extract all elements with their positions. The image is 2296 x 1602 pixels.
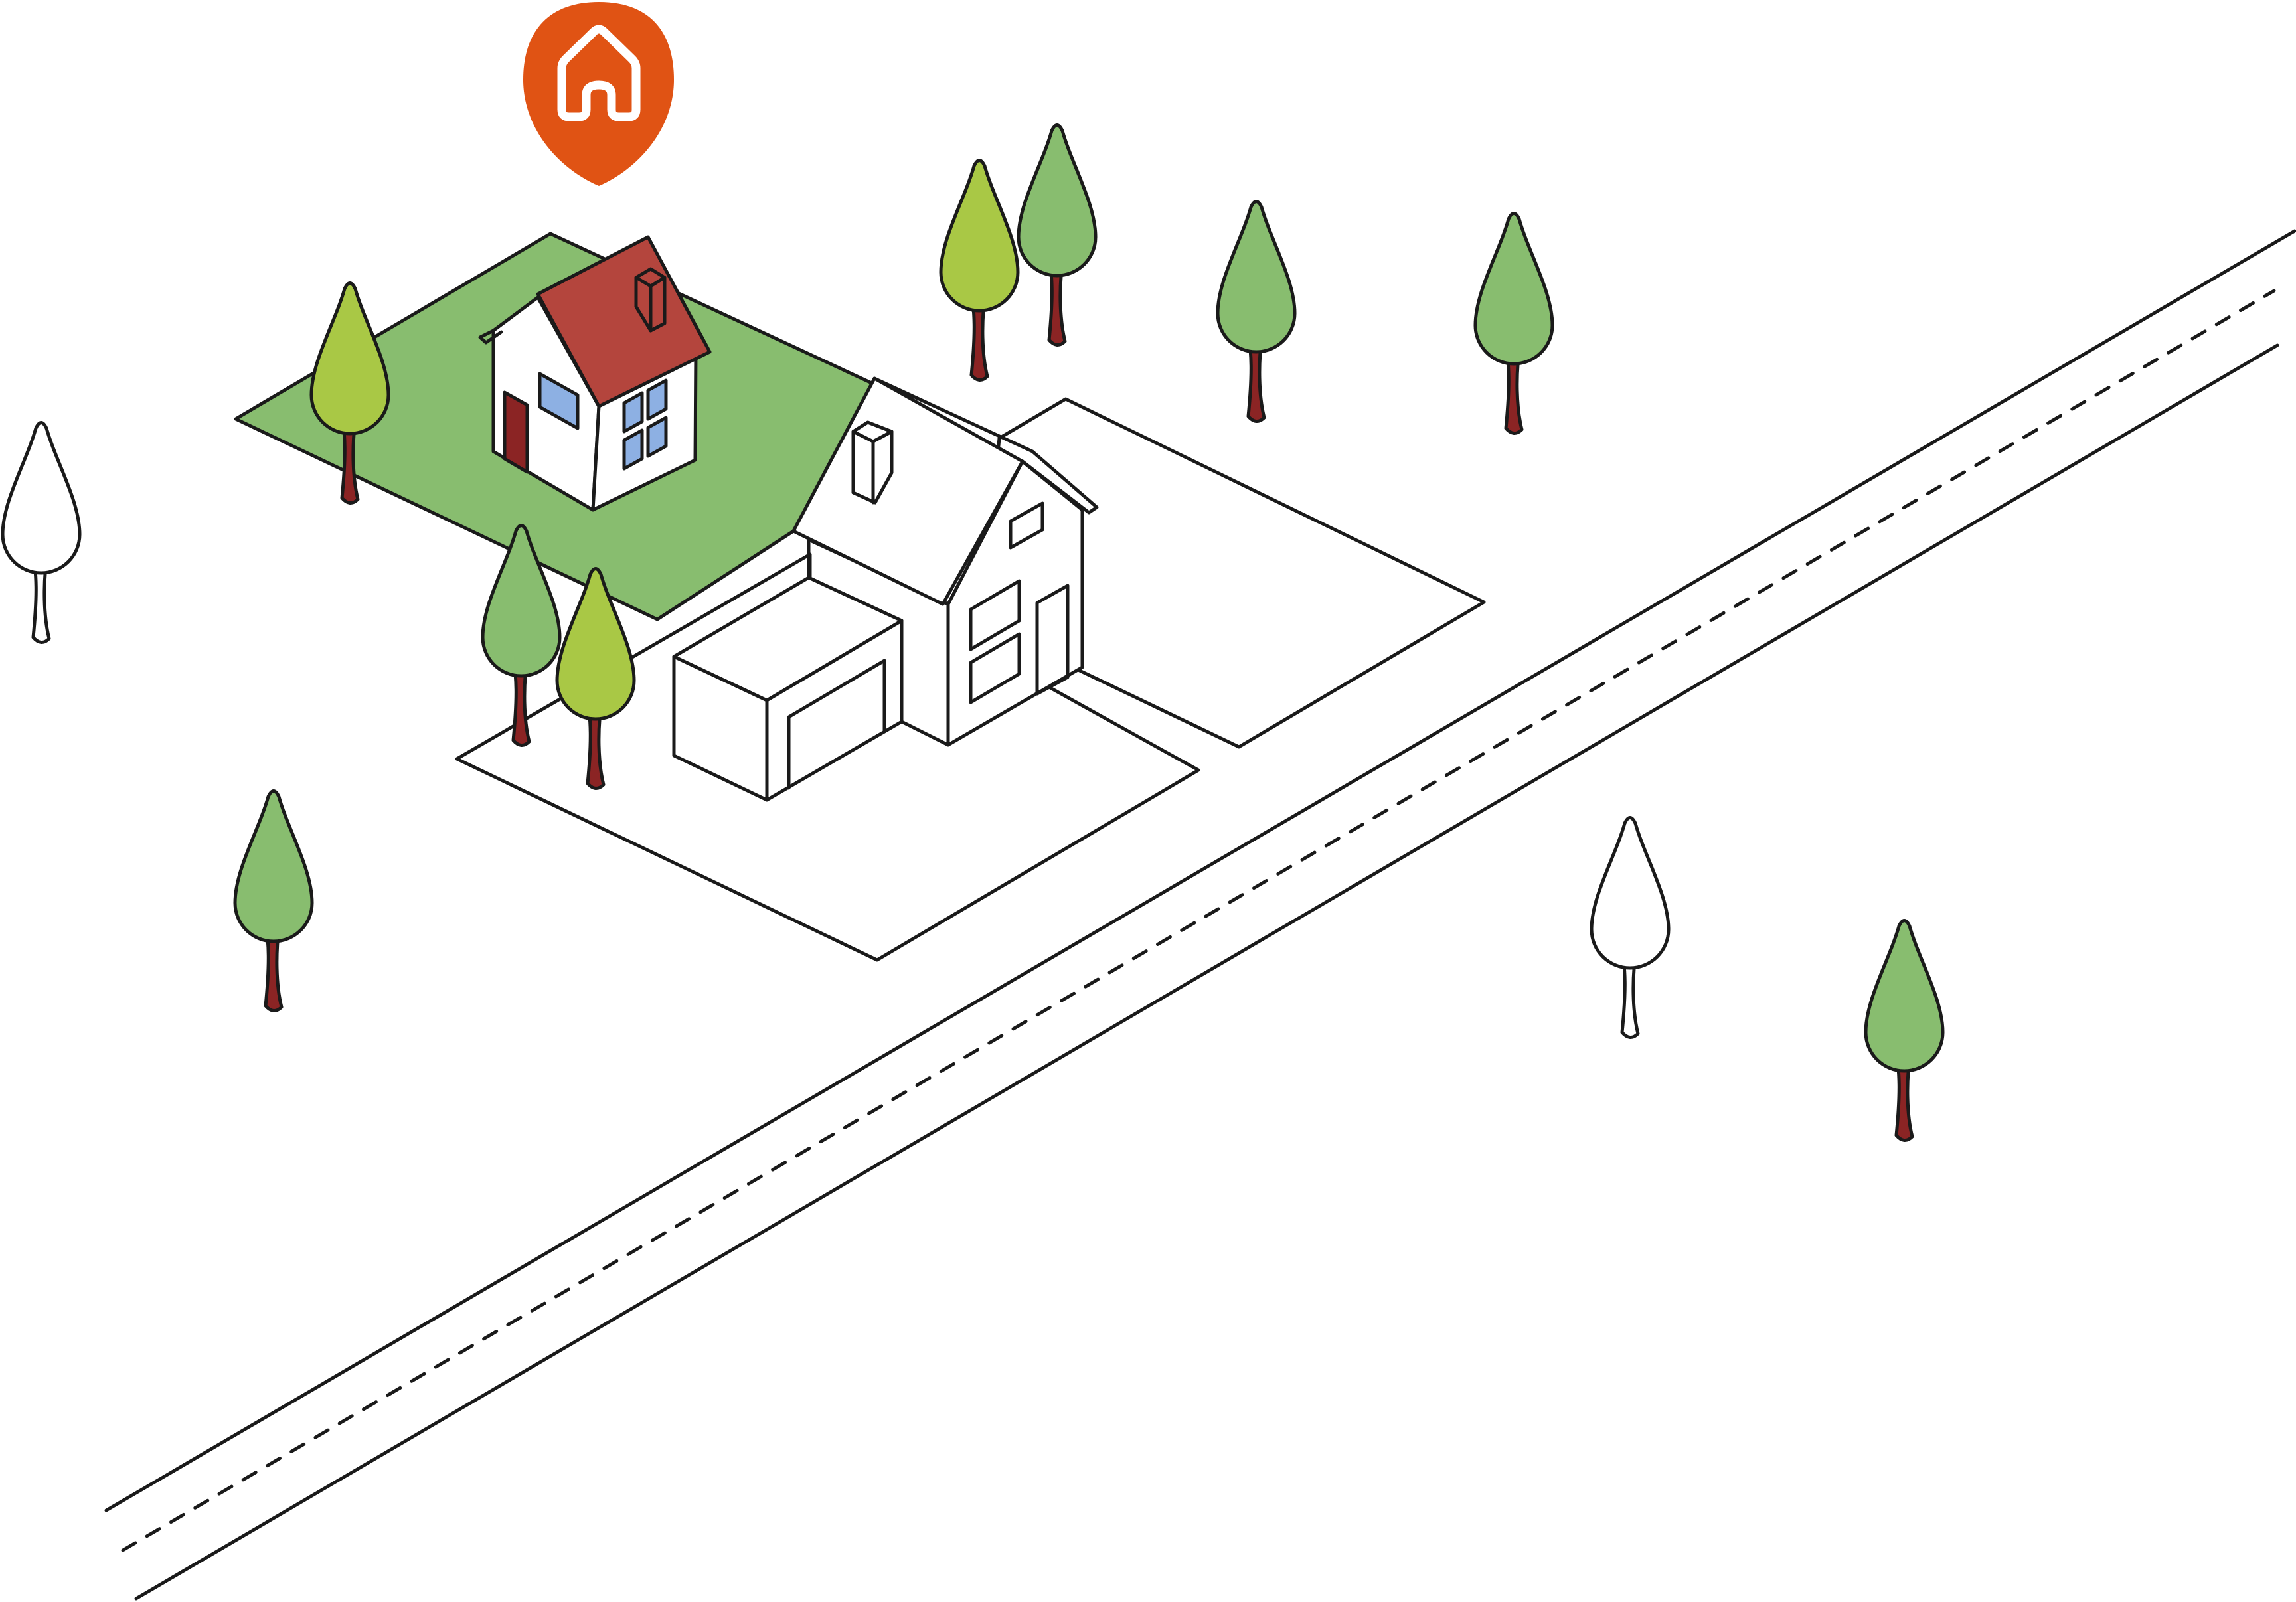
road-center-line: [121, 289, 2276, 1552]
main-roof-eave: [872, 376, 1099, 515]
tree-crown: [1216, 200, 1297, 354]
highlighted-house: [478, 235, 712, 512]
tree-crown: [481, 524, 562, 678]
main-chimney: [851, 420, 894, 505]
tree-right-2: [1864, 919, 1945, 1142]
location-pin[interactable]: [523, 2, 674, 186]
tree-crown: [1, 421, 82, 575]
tree-back-4: [1473, 212, 1554, 435]
tree-right-1: [1590, 816, 1671, 1039]
house-window-pane: [622, 391, 644, 434]
tree-back-2: [1017, 123, 1098, 347]
house-window-pane: [622, 428, 644, 471]
tree-crown: [1590, 816, 1671, 970]
tree-crown: [233, 789, 314, 943]
garage-side: [765, 619, 904, 802]
tree-back-1: [939, 159, 1020, 382]
tree-front-left-1: [481, 524, 562, 747]
tree-bottom-left: [233, 789, 314, 1012]
tree-back-3: [1216, 200, 1297, 423]
house-icon: [557, 25, 641, 121]
garage-door: [787, 659, 886, 790]
road: [104, 229, 2296, 1601]
road-edge-lower: [134, 343, 2279, 1601]
tree-front-left-2: [555, 567, 636, 790]
pin-marker[interactable]: [523, 2, 674, 186]
front-lot: [455, 552, 1200, 962]
tree-crown: [309, 281, 390, 436]
house-window-side: [538, 372, 580, 430]
tree-lot-green: [309, 281, 390, 505]
main-house-door: [1035, 584, 1070, 696]
highlighted-property[interactable]: [234, 232, 875, 621]
tree-crown: [939, 159, 1020, 313]
tree-far-left: [1, 421, 82, 644]
main-house: [672, 376, 1099, 802]
chimney: [634, 267, 667, 333]
main-gable-window: [1009, 501, 1044, 550]
road-edge-upper: [104, 229, 2296, 1512]
tree-crown: [1473, 212, 1554, 366]
house-door: [503, 390, 529, 474]
house-window-pane: [646, 416, 668, 458]
main-window-upper: [969, 579, 1021, 651]
main-window-lower: [969, 632, 1021, 704]
house-roof: [536, 235, 712, 408]
tree-crown: [555, 567, 636, 721]
roof-eave: [478, 329, 503, 345]
tree-crown: [1017, 123, 1098, 278]
tree-crown: [1864, 919, 1945, 1073]
house-window-pane: [646, 378, 668, 421]
trees: [1, 123, 1945, 1142]
